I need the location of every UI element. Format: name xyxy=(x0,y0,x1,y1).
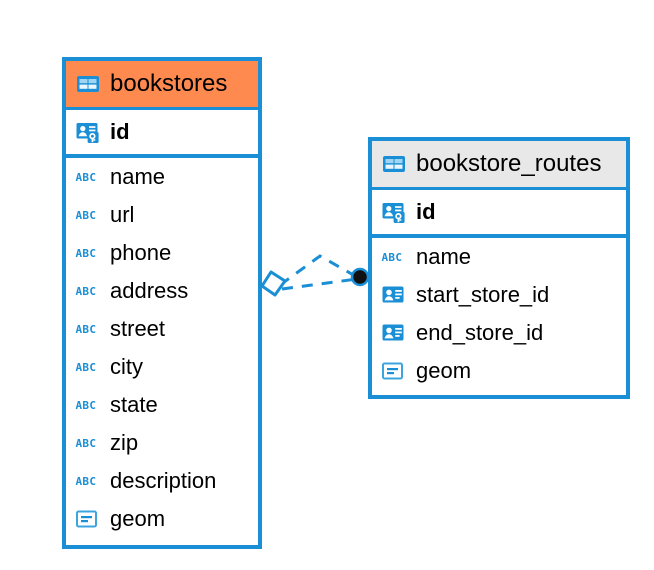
primary-key-divider xyxy=(66,154,258,158)
entity-header-bookstore-routes[interactable]: bookstore_routes xyxy=(372,141,626,187)
field-name-geom: geom xyxy=(416,358,472,383)
svg-text:ABC: ABC xyxy=(76,209,97,222)
field-row-id[interactable]: id xyxy=(372,190,626,234)
foreign-key-icon xyxy=(381,283,407,307)
field-name-description: description xyxy=(110,468,217,493)
field-name-id: id xyxy=(110,119,130,144)
field-list-bookstores: id ABC name ABC url xyxy=(66,110,258,538)
relationship-line-upper xyxy=(279,254,358,287)
svg-text:ABC: ABC xyxy=(76,437,97,450)
entity-bookstores[interactable]: bookstores xyxy=(62,57,262,549)
svg-text:ABC: ABC xyxy=(382,251,403,264)
abc-icon: ABC xyxy=(75,355,101,379)
field-name-name: name xyxy=(416,244,472,269)
svg-text:ABC: ABC xyxy=(76,399,97,412)
svg-text:ABC: ABC xyxy=(76,247,97,260)
entity-title-bookstore-routes: bookstore_routes xyxy=(416,150,602,177)
field-name-street: street xyxy=(110,316,166,341)
geometry-icon xyxy=(75,507,101,531)
abc-icon: ABC xyxy=(75,241,101,265)
field-name-id: id xyxy=(416,199,436,224)
header-rule xyxy=(372,187,626,190)
field-name-url: url xyxy=(110,202,135,227)
field-row-id[interactable]: id xyxy=(66,110,258,154)
field-name-name: name xyxy=(110,164,166,189)
diamond-marker xyxy=(260,270,287,297)
field-row-geom[interactable]: geom xyxy=(66,500,258,538)
field-name-address: address xyxy=(110,278,189,303)
field-name-end-store-id: end_store_id xyxy=(416,320,544,345)
field-row-phone[interactable]: ABC phone xyxy=(66,234,258,272)
svg-text:ABC: ABC xyxy=(76,171,97,184)
abc-icon: ABC xyxy=(381,245,407,269)
field-row-start-store-id[interactable]: start_store_id xyxy=(372,276,626,314)
field-name-start-store-id: start_store_id xyxy=(416,282,550,307)
field-row-zip[interactable]: ABC zip xyxy=(66,424,258,462)
circle-marker xyxy=(350,267,370,287)
field-row-city[interactable]: ABC city xyxy=(66,348,258,386)
field-row-address[interactable]: ABC address xyxy=(66,272,258,310)
geometry-icon xyxy=(381,359,407,383)
field-row-state[interactable]: ABC state xyxy=(66,386,258,424)
abc-icon: ABC xyxy=(75,431,101,455)
field-name-city: city xyxy=(110,354,143,379)
entity-header-bookstores[interactable]: bookstores xyxy=(66,61,258,107)
header-rule xyxy=(66,107,258,110)
primary-key-icon xyxy=(75,120,101,144)
table-icon xyxy=(75,72,101,96)
entity-title-bookstores: bookstores xyxy=(110,70,228,97)
abc-icon: ABC xyxy=(75,165,101,189)
abc-icon: ABC xyxy=(75,393,101,417)
field-row-name[interactable]: ABC name xyxy=(372,238,626,276)
svg-text:ABC: ABC xyxy=(76,361,97,374)
abc-icon: ABC xyxy=(75,203,101,227)
field-row-geom[interactable]: geom xyxy=(372,352,626,390)
abc-icon: ABC xyxy=(75,469,101,493)
svg-text:ABC: ABC xyxy=(76,285,97,298)
field-row-description[interactable]: ABC description xyxy=(66,462,258,500)
field-list-bookstore-routes: id ABC name xyxy=(372,190,626,390)
relationship-line-lower xyxy=(281,277,358,291)
field-name-zip: zip xyxy=(110,430,139,455)
field-row-end-store-id[interactable]: end_store_id xyxy=(372,314,626,352)
field-name-state: state xyxy=(110,392,158,417)
field-name-phone: phone xyxy=(110,240,172,265)
field-row-name[interactable]: ABC name xyxy=(66,158,258,196)
field-row-url[interactable]: ABC url xyxy=(66,196,258,234)
field-row-street[interactable]: ABC street xyxy=(66,310,258,348)
abc-icon: ABC xyxy=(75,317,101,341)
primary-key-icon xyxy=(381,200,407,224)
svg-text:ABC: ABC xyxy=(76,323,97,336)
abc-icon: ABC xyxy=(75,279,101,303)
entity-bookstore-routes[interactable]: bookstore_routes xyxy=(368,137,630,399)
field-name-geom: geom xyxy=(110,506,166,531)
foreign-key-icon xyxy=(381,321,407,345)
svg-text:ABC: ABC xyxy=(76,475,97,488)
table-icon xyxy=(381,152,407,176)
primary-key-divider xyxy=(372,234,626,238)
